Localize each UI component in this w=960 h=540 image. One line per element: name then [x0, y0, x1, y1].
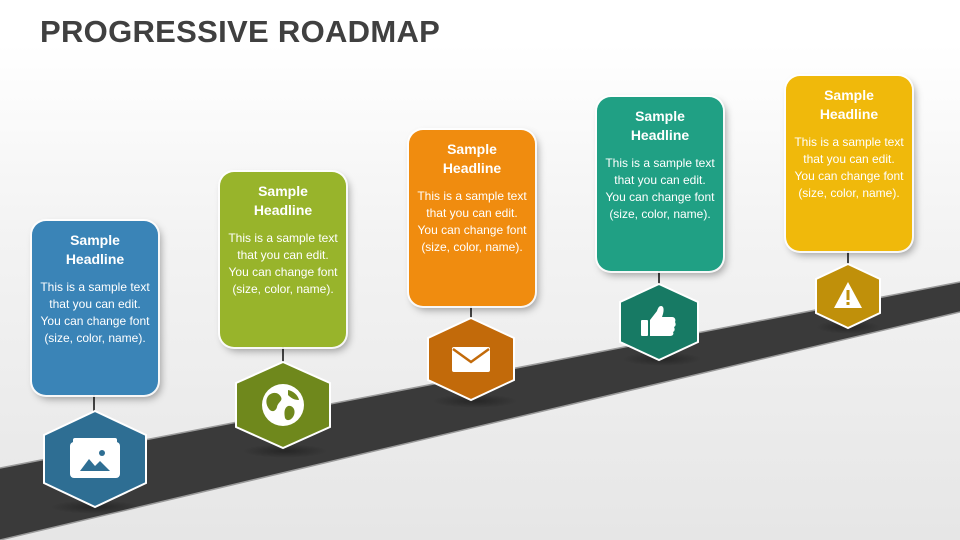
step-card-2: Sample Headline This is a sample text th…: [220, 172, 346, 347]
connector-line: [470, 305, 472, 323]
connector-line: [93, 394, 95, 416]
step-headline: Sample Headline: [630, 108, 690, 143]
step-card-3: Sample Headline This is a sample text th…: [409, 130, 535, 306]
page-title: PROGRESSIVE ROADMAP: [40, 14, 441, 49]
thumbs-up-icon: [641, 306, 676, 336]
step-hexagon-1: [43, 409, 147, 509]
connector-line: [282, 346, 284, 368]
step-text: This is a sample text that you can edit.…: [40, 280, 150, 345]
step-headline: Sample Headline: [442, 141, 502, 176]
step-hexagon-2: [235, 360, 331, 450]
step-text: This is a sample text that you can edit.…: [794, 135, 904, 200]
step-headline: Sample Headline: [253, 183, 313, 218]
warning-icon: [834, 282, 862, 308]
envelope-icon: [452, 347, 490, 372]
road-edge-bottom: [0, 311, 960, 540]
road-surface: [0, 282, 960, 540]
step-card-1: Sample Headline This is a sample text th…: [32, 221, 158, 395]
hexagon-shadow: [242, 444, 328, 458]
step-headline: Sample Headline: [819, 87, 879, 122]
connector-line: [847, 251, 849, 265]
step-text: This is a sample text that you can edit.…: [605, 156, 715, 221]
step-hexagon-4: [619, 282, 699, 362]
hexagon-shadow: [432, 394, 518, 408]
step-card-5: Sample Headline This is a sample text th…: [786, 76, 912, 251]
step-hexagon-3: [427, 316, 515, 402]
step-headline: Sample Headline: [65, 232, 125, 267]
step-card-4: Sample Headline This is a sample text th…: [597, 97, 723, 271]
image-folder-icon: [70, 438, 120, 478]
step-hexagon-5: [815, 262, 881, 330]
step-text: This is a sample text that you can edit.…: [417, 189, 527, 254]
globe-icon: [262, 384, 304, 426]
connector-line: [658, 270, 660, 288]
step-text: This is a sample text that you can edit.…: [228, 231, 338, 296]
